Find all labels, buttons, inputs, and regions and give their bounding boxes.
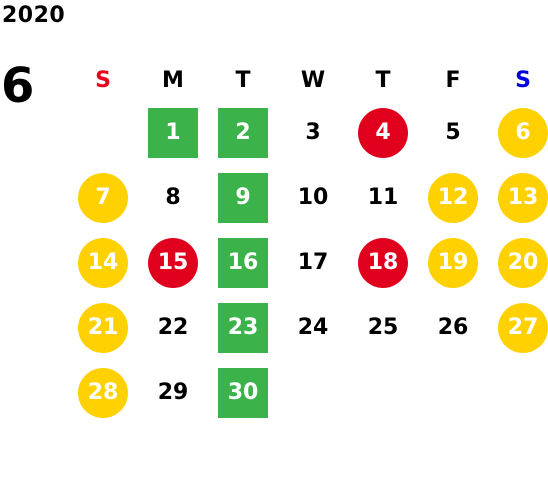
day-cell: 7 [78, 172, 128, 223]
day-cell: 9 [218, 172, 268, 223]
day-cell: 24 [297, 315, 329, 340]
weekday-sunday: S [95, 67, 111, 93]
day-cell: 1 [148, 107, 198, 158]
day-cell: 17 [297, 250, 329, 275]
weekday-tuesday: T [235, 67, 251, 93]
day-cell: 15 [148, 237, 198, 288]
day-cell: 19 [428, 237, 478, 288]
day-cell: 27 [498, 302, 548, 353]
weekday-thursday: T [375, 67, 391, 93]
day-cell: 8 [165, 185, 181, 210]
calendar-grid: S M T W T F S 1 2 3 4 5 6 7 8 9 10 11 12… [68, 60, 548, 425]
day-cell: 20 [498, 237, 548, 288]
weekday-monday: M [162, 67, 184, 93]
day-cell: 4 [358, 107, 408, 158]
day-cell: 28 [78, 367, 128, 418]
day-cell: 5 [445, 120, 461, 145]
day-cell: 3 [305, 120, 321, 145]
weekday-saturday: S [515, 67, 531, 93]
day-cell: 11 [367, 185, 399, 210]
day-cell: 26 [437, 315, 469, 340]
day-cell: 22 [157, 315, 189, 340]
empty-cell [488, 360, 548, 425]
day-cell: 23 [218, 302, 268, 353]
day-cell: 13 [498, 172, 548, 223]
empty-cell [278, 360, 348, 425]
month-number: 6 [1, 58, 35, 114]
day-cell: 21 [78, 302, 128, 353]
day-cell: 16 [218, 237, 268, 288]
empty-cell [68, 100, 138, 165]
day-cell: 6 [498, 107, 548, 158]
empty-cell [418, 360, 488, 425]
weekday-friday: F [445, 67, 461, 93]
weekday-wednesday: W [300, 67, 326, 93]
year-label: 2020 [2, 3, 66, 28]
day-cell: 25 [367, 315, 399, 340]
day-cell: 30 [218, 367, 268, 418]
day-cell: 29 [157, 380, 189, 405]
day-cell: 18 [358, 237, 408, 288]
day-cell: 10 [297, 185, 329, 210]
day-cell: 14 [78, 237, 128, 288]
empty-cell [348, 360, 418, 425]
day-cell: 2 [218, 107, 268, 158]
day-cell: 12 [428, 172, 478, 223]
